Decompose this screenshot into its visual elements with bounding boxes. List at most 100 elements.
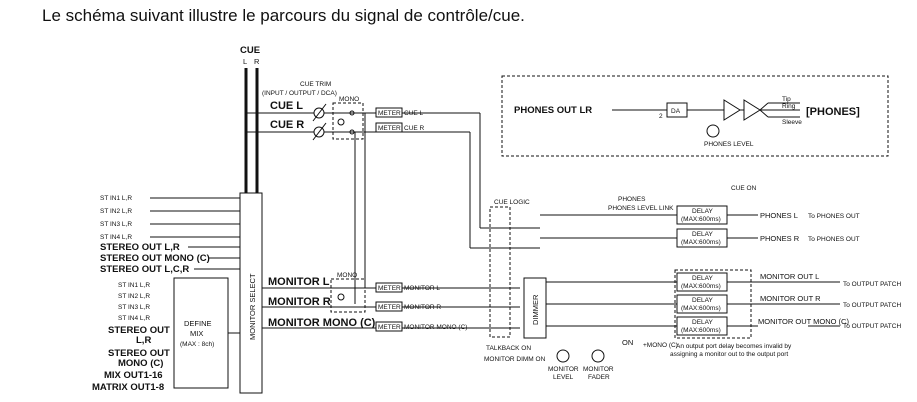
phones-sleeve: Sleeve [782, 119, 802, 126]
monitor-select-box [239, 192, 263, 394]
phones-ring: Ring [782, 103, 796, 110]
monitor-fader-knob [591, 349, 605, 363]
mono-bottom-box [330, 278, 366, 313]
svg-text:(MAX:600ms): (MAX:600ms) [681, 239, 721, 246]
meter-mon-mono-label: MONITOR MONO (C) [404, 324, 467, 331]
svg-text:DELAY: DELAY [692, 275, 713, 282]
mono-c-label: +MONO (C) [643, 342, 678, 349]
cue-trim-sub: (INPUT / OUTPUT / DCA) [262, 90, 337, 97]
phones-out-label: PHONES OUT LR [514, 105, 592, 116]
mono-bottom-label: MONO [337, 272, 357, 279]
define-mix-2: MIX [190, 329, 203, 338]
meter-mon-r-tag: METER [378, 304, 401, 311]
meter-cue-l-box [375, 107, 403, 118]
cue-bus-l: L [243, 57, 247, 66]
to-output-patch-r: To OUTPUT PATCH [843, 302, 901, 309]
svg-text:(MAX:600ms): (MAX:600ms) [681, 327, 721, 334]
mono-top-label: MONO [339, 96, 359, 103]
delay-boxes: DELAY(MAX:600ms) DELAY(MAX:600ms) DELAY(… [676, 205, 728, 336]
phones-amp-1 [723, 99, 741, 121]
svg-text:DELAY: DELAY [692, 297, 713, 304]
monitor-out-r: MONITOR OUT R [760, 294, 821, 303]
mix-out: MIX OUT1-16 [104, 370, 163, 381]
phones-jack: [PHONES] [806, 106, 860, 118]
monitor-level-1: MONITOR [548, 366, 579, 373]
caption: Le schéma suivant illustre le parcours d… [42, 6, 525, 25]
mono-top-box [332, 102, 364, 140]
phones-amp-2 [743, 99, 761, 121]
input-label: ST IN4 L,R [118, 315, 150, 322]
input-label: ST IN1 L,R [118, 282, 150, 289]
to-output-patch-mono: To OUTPUT PATCH [843, 323, 901, 330]
monitor-out-l: MONITOR OUT L [760, 272, 819, 281]
cue-bus-r: R [254, 57, 260, 66]
monitor-fader-2: FADER [588, 374, 610, 381]
meter-mon-l-tag: METER [378, 285, 401, 292]
dimmer: DIMMER [531, 294, 540, 325]
talkback-on: TALKBACK ON [486, 345, 531, 352]
define-stereo-out-2: L,R [136, 335, 151, 346]
input-label: ST IN1 L,R [100, 195, 132, 202]
define-mix-box [173, 277, 229, 389]
stereo-out-lcr: STEREO OUT L,C,R [100, 264, 189, 275]
phones-tip: Tip [782, 96, 791, 103]
input-label: ST IN2 L,R [100, 208, 132, 215]
svg-text:(MAX:600ms): (MAX:600ms) [681, 305, 721, 312]
define-mix-3: (MAX : 8ch) [180, 341, 214, 348]
cue-r-label: CUE R [270, 119, 304, 131]
input-label: ST IN3 L,R [118, 304, 150, 311]
meter-mon-r-label: MONITOR R [404, 304, 441, 311]
monitor-dimm-on: MONITOR DIMM ON [484, 356, 546, 363]
define-stereo-mono-1: STEREO OUT [108, 348, 170, 359]
input-label: ST IN3 L,R [100, 221, 132, 228]
monitor-l-label: MONITOR L [268, 276, 330, 288]
meter-mon-l-label: MONITOR L [404, 285, 440, 292]
monitor-level-knob [556, 349, 570, 363]
define-stereo-mono-2: MONO (C) [118, 358, 163, 369]
meter-cue-l-tag: METER [378, 110, 401, 117]
monitor-fader-1: MONITOR [583, 366, 614, 373]
svg-text:(MAX:600ms): (MAX:600ms) [681, 283, 721, 290]
monitor-r-label: MONITOR R [268, 296, 331, 308]
svg-text:(MAX:600ms): (MAX:600ms) [681, 216, 721, 223]
to-phones-out-l: To PHONES OUT [808, 213, 860, 220]
meter-mon-r-box [375, 301, 403, 312]
define-stereo-out-1: STEREO OUT [108, 325, 170, 336]
cue-l-label: CUE L [270, 100, 303, 112]
matrix-out: MATRIX OUT1-8 [92, 382, 164, 393]
top-inputs: ST IN1 L,R ST IN2 L,R ST IN3 L,R ST IN4 … [100, 195, 132, 241]
cue-trim-label: CUE TRIM [300, 81, 331, 88]
phones-out-box [501, 75, 889, 157]
meter-mon-mono-tag: METER [378, 324, 401, 331]
phones-num: 2 [659, 113, 663, 120]
define-mix-1: DEFINE [184, 319, 212, 328]
to-output-patch-l: To OUTPUT PATCH [843, 281, 901, 288]
monitor-out-mono: MONITOR OUT MONO (C) [758, 317, 849, 326]
note-1: An output port delay becomes invalid by [676, 343, 792, 350]
phones-level: PHONES LEVEL [704, 141, 754, 148]
input-label: ST IN4 L,R [100, 234, 132, 241]
stereo-out-lr: STEREO OUT L,R [100, 242, 180, 253]
to-phones-out-r: To PHONES OUT [808, 236, 860, 243]
cue-on: CUE ON [731, 185, 757, 192]
monitor-select: MONITOR SELECT [248, 273, 257, 340]
input-label: ST IN2 L,R [118, 293, 150, 300]
stereo-out-mono: STEREO OUT MONO (C) [100, 253, 210, 264]
phones-da: DA [671, 108, 681, 115]
dimmer-box [523, 277, 547, 339]
meter-cue-r-box [375, 122, 403, 133]
phones-l: PHONES L [760, 211, 798, 220]
note-2: assigning a monitor out to the output po… [670, 351, 788, 358]
meter-cue-r-label: CUE R [404, 125, 425, 132]
svg-text:DELAY: DELAY [692, 208, 713, 215]
phones-level-link: PHONES LEVEL LINK [608, 205, 674, 212]
define-inputs: ST IN1 L,R ST IN2 L,R ST IN3 L,R ST IN4 … [118, 282, 150, 322]
meter-cue-l-label: CUE L [404, 110, 424, 117]
svg-text:DELAY: DELAY [692, 319, 713, 326]
cue-bus-title: CUE [240, 45, 260, 56]
phones-level-knob [706, 124, 720, 138]
monitor-mono-label: MONITOR MONO (C) [268, 317, 376, 329]
meter-cue-r-tag: METER [378, 125, 401, 132]
phones-r: PHONES R [760, 234, 800, 243]
meter-mon-mono-box [375, 321, 403, 332]
